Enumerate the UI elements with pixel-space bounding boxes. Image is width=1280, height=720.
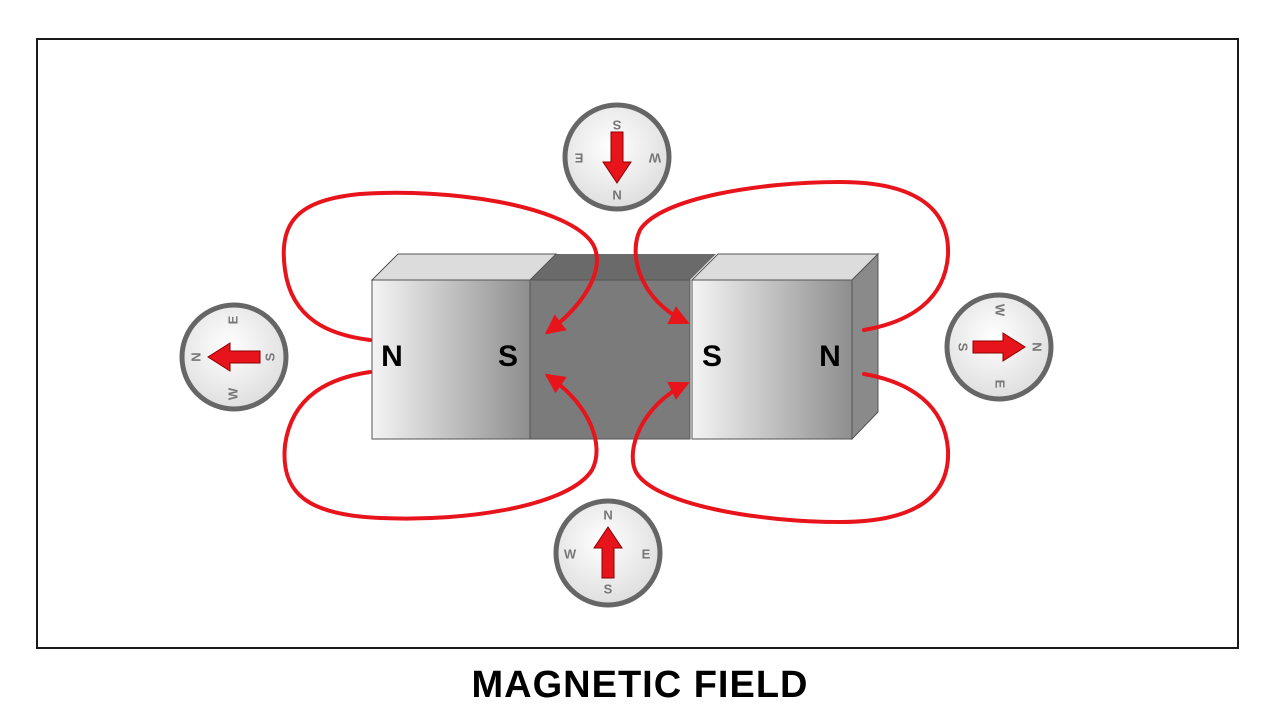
- compass-needle-arrow: [602, 131, 632, 184]
- compass-bottom: N S W E: [553, 498, 663, 608]
- compass-letter-right: W: [648, 151, 661, 166]
- right-magnet-south-pole-label: S: [702, 340, 722, 373]
- page-title: MAGNETIC FIELD: [471, 664, 809, 706]
- compass-needle-arrow: [972, 332, 1026, 362]
- right-magnet-north-pole-label: N: [819, 340, 841, 373]
- compass-letter-bottom: S: [604, 581, 613, 596]
- compass-needle-arrow: [593, 526, 623, 579]
- compass-letter-right: S: [262, 352, 277, 361]
- compass-letter-bottom: W: [225, 387, 240, 400]
- compass-letter-left: E: [574, 151, 583, 166]
- compass-letter-bottom: E: [993, 380, 1008, 389]
- field-lines: [281, 179, 951, 525]
- field-line-upper-right: [633, 179, 951, 332]
- compass-letter-left: W: [564, 546, 577, 561]
- left-magnet-north-pole-label: N: [381, 340, 403, 373]
- compass-right: W E S N: [944, 292, 1054, 402]
- compass-letter-bottom: N: [612, 188, 621, 203]
- compass-letter-right: E: [642, 546, 651, 561]
- compass-letter-left: N: [188, 352, 203, 361]
- field-line-upper-left: [281, 190, 599, 342]
- magnet-left: [370, 253, 558, 440]
- air-gap: [529, 254, 716, 440]
- compass-letter-left: S: [956, 343, 971, 352]
- magnet-right: [690, 252, 880, 441]
- compass-letter-top: W: [993, 304, 1008, 317]
- field-line-lower-right: [630, 372, 951, 525]
- left-magnet-south-pole-label: S: [498, 340, 518, 373]
- compass-needle-arrow: [207, 342, 261, 372]
- compass-left: E W N S: [179, 302, 289, 412]
- compass-letter-top: N: [603, 507, 612, 522]
- compass-letter-right: N: [1030, 342, 1045, 351]
- compass-letter-top: E: [225, 315, 240, 324]
- field-line-lower-left: [282, 370, 599, 521]
- compass-letter-top: S: [612, 118, 621, 133]
- compass-top: S N E W: [562, 102, 672, 212]
